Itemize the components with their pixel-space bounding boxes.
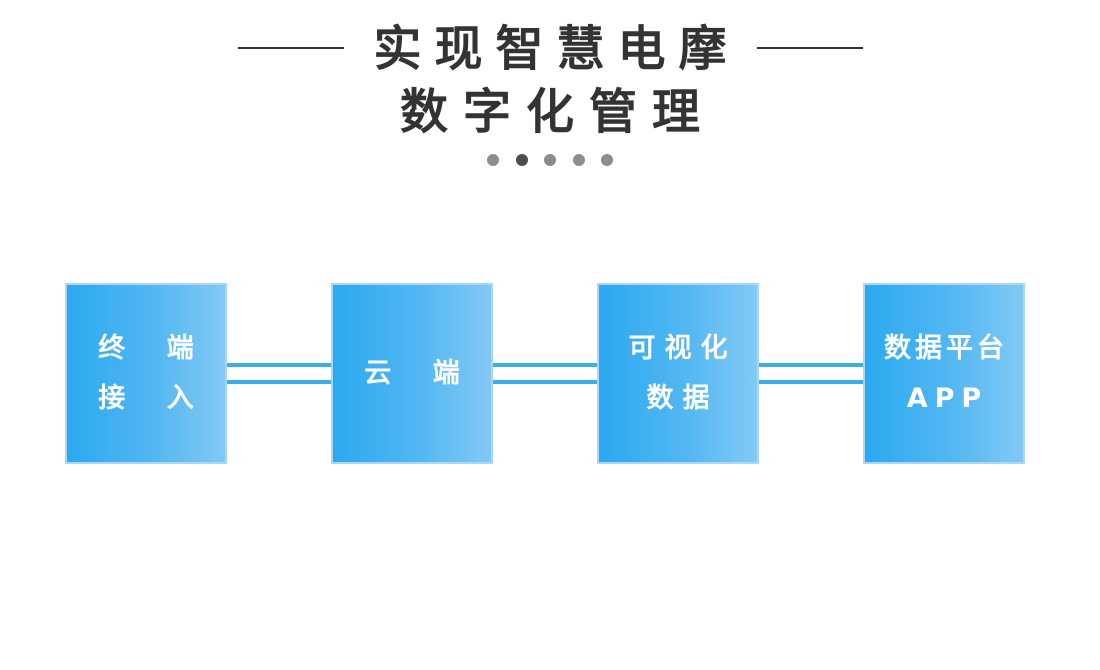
flow-node-platform: 数据平台 APP (863, 283, 1025, 464)
flow-node-terminal: 终 端 接 入 (65, 283, 227, 464)
title-rule-left (238, 47, 344, 49)
title-rule-right (757, 47, 863, 49)
pagination-dot-5[interactable] (601, 154, 613, 166)
pagination-dot-3[interactable] (544, 154, 556, 166)
pagination-dot-4[interactable] (573, 154, 585, 166)
flow-node-label: 云 端 (364, 357, 476, 389)
flow-node-label: 终 端 (98, 332, 210, 364)
pagination-dot-1[interactable] (487, 154, 499, 166)
flow-node-visual: 可视化 数据 (597, 283, 759, 464)
pagination-dots (487, 154, 615, 166)
flow-node-label: 数据平台 (884, 332, 1008, 364)
flow-node-label: APP (906, 382, 989, 414)
connector-1-top (227, 363, 332, 367)
flow-node-cloud: 云 端 (331, 283, 493, 464)
flow-node-label: 数据 (646, 382, 719, 414)
pagination-dot-2[interactable] (516, 154, 528, 166)
page-title-line1: 实现智慧电摩 (373, 21, 740, 77)
connector-3-bottom (759, 380, 864, 384)
connector-2-bottom (493, 380, 598, 384)
flow-node-label: 接 入 (98, 382, 210, 414)
page-title-line2: 数字化管理 (399, 84, 715, 140)
flow-node-label: 可视化 (628, 332, 737, 364)
connector-2-top (493, 363, 598, 367)
connector-3-top (759, 363, 864, 367)
connector-1-bottom (227, 380, 332, 384)
